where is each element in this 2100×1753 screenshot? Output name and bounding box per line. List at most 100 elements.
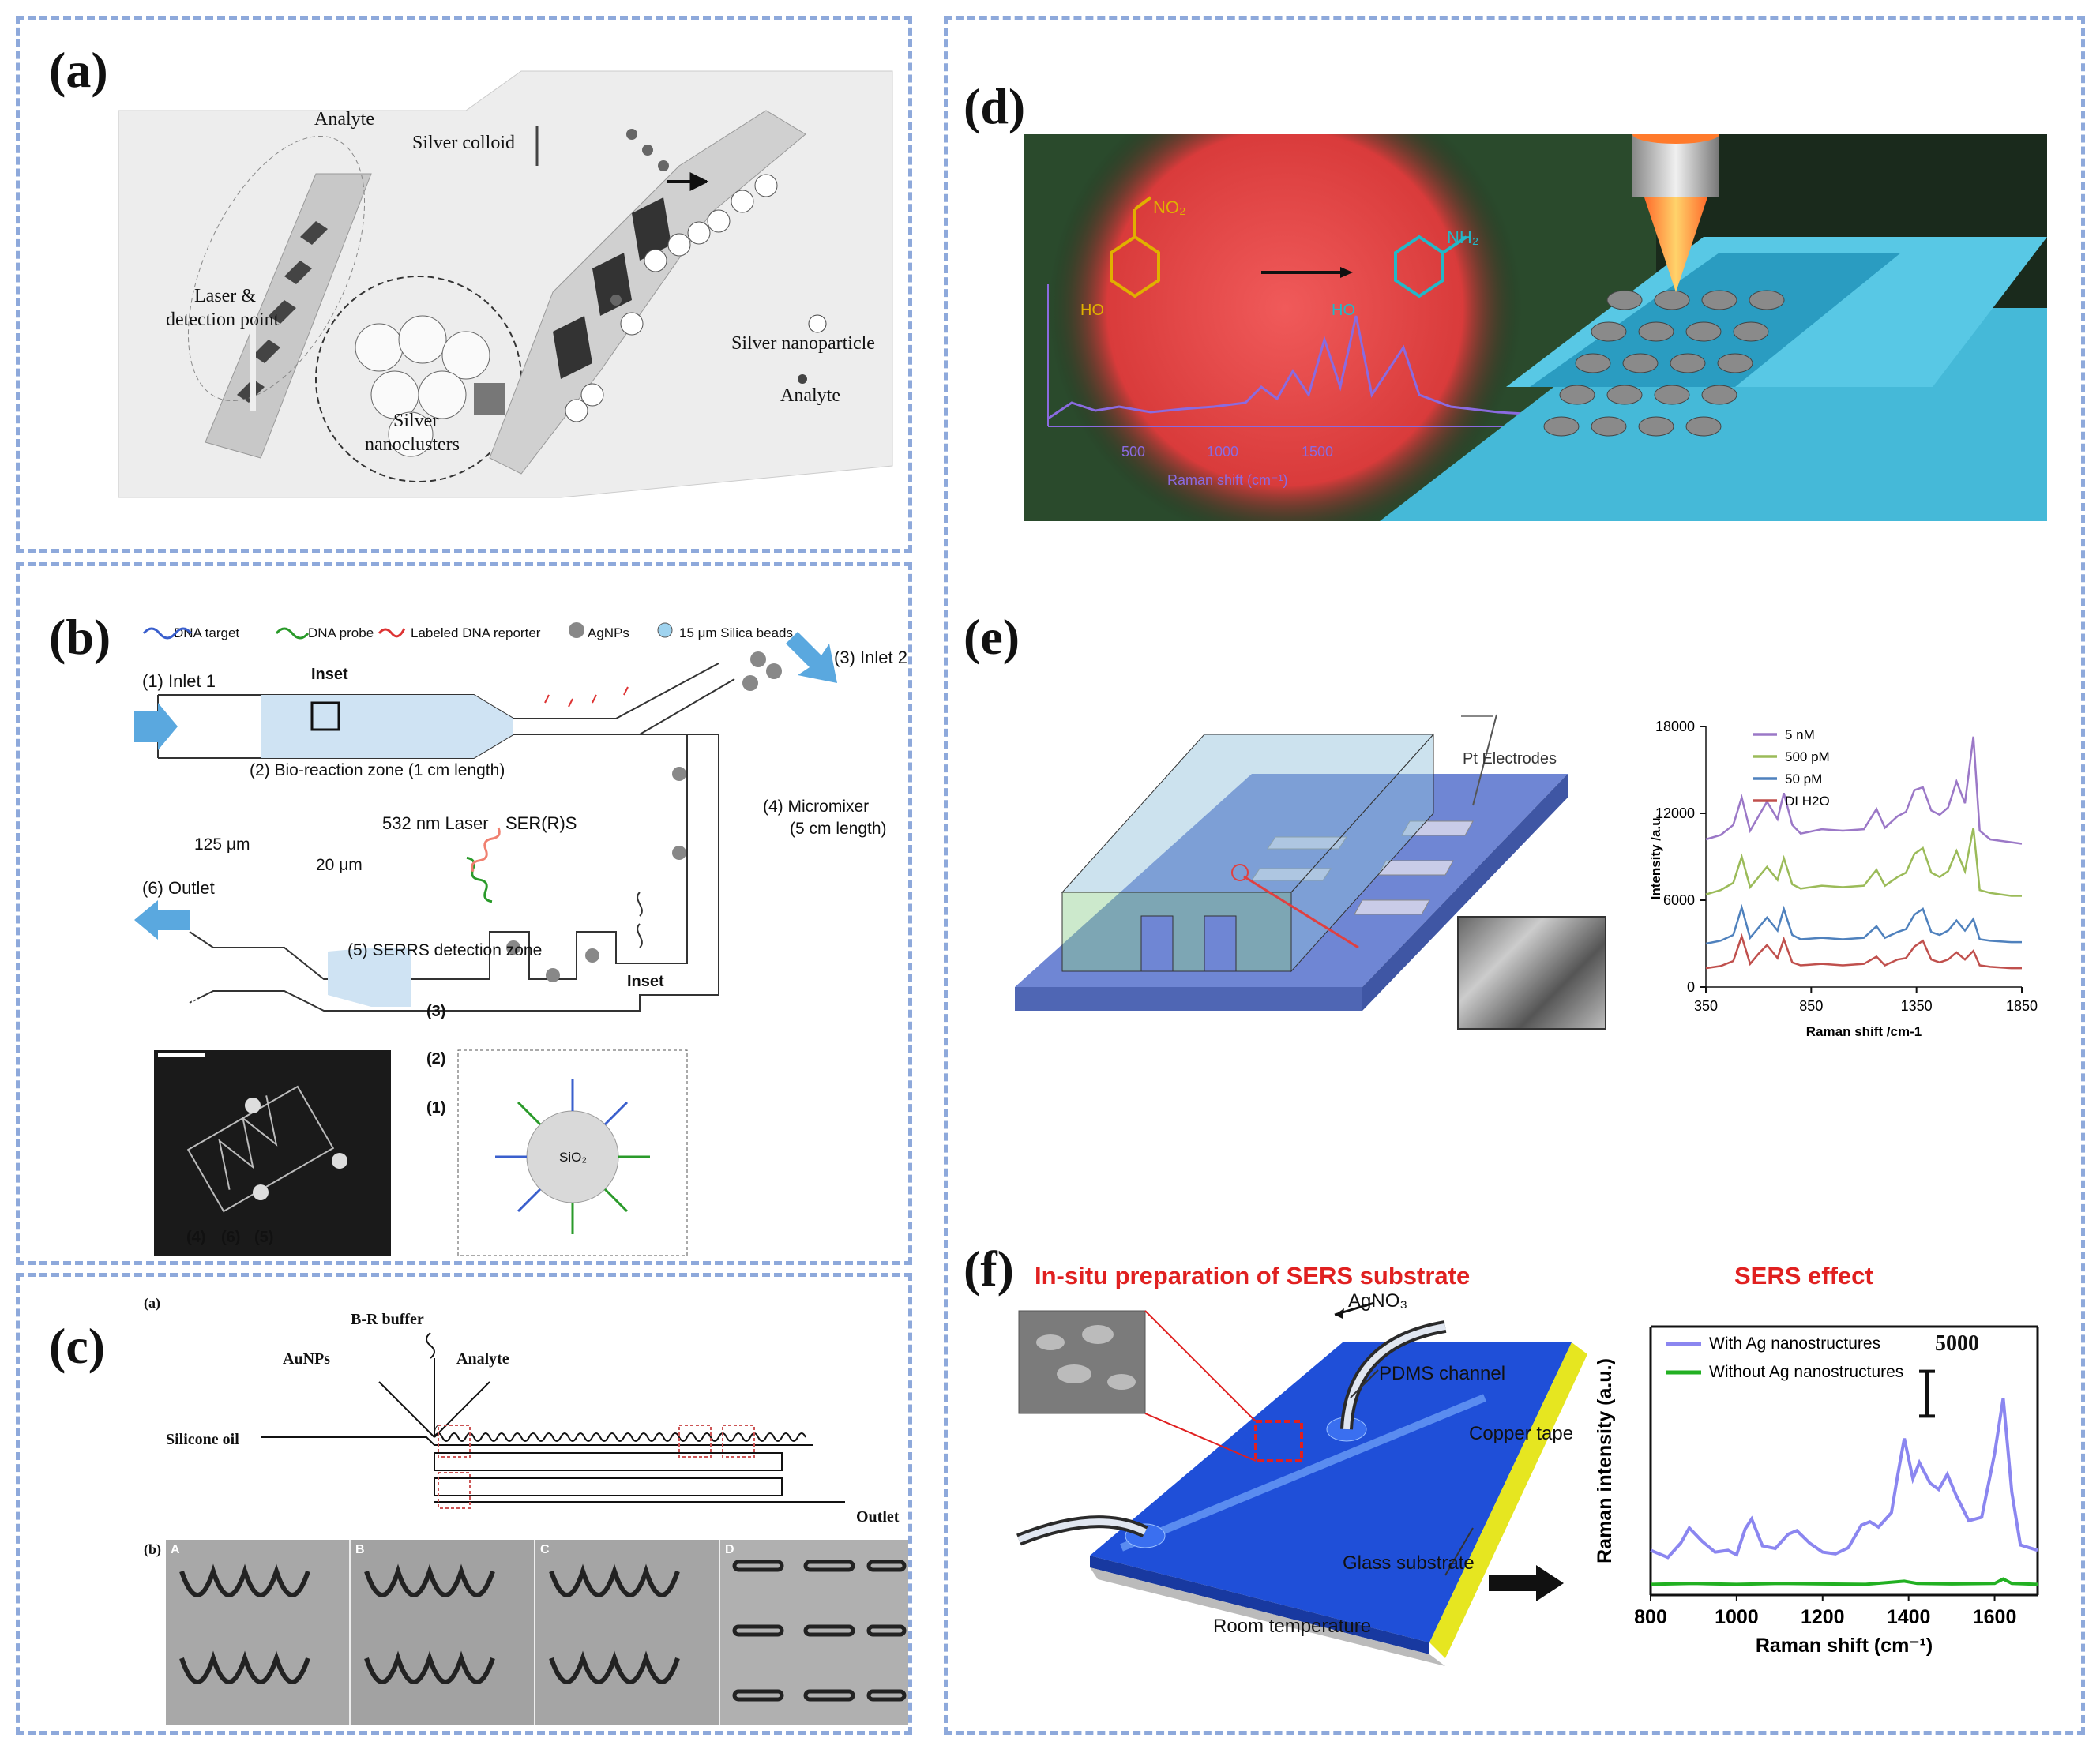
panel-d-label: (d) — [964, 78, 1026, 134]
label-analyte-c: Analyte — [456, 1350, 509, 1368]
f-scalebar-label: 5000 — [1935, 1331, 1979, 1356]
d-tick-1000: 1000 — [1207, 444, 1239, 460]
f-title-right: SERS effect — [1734, 1262, 1873, 1289]
legend-label-0: With Ag nanostructures — [1709, 1334, 1880, 1353]
x-axis-label: Raman shift (cm⁻¹) — [1756, 1635, 1933, 1657]
label-inlet2: (3) Inlet 2 — [834, 648, 907, 667]
x-tick-label: 1350 — [1901, 998, 1933, 1014]
legend-dna-target: DNA target — [174, 625, 240, 640]
label-inlet1: (1) Inlet 1 — [142, 671, 216, 691]
panel-a-frame — [16, 16, 912, 553]
label-bio-zone: (2) Bio-reaction zone (1 cm length) — [250, 761, 505, 779]
micrograph-C-label: C — [540, 1543, 550, 1556]
x-tick-label: 850 — [1799, 998, 1823, 1014]
x-tick-label: 1850 — [2006, 998, 2038, 1014]
micrograph-B: B — [351, 1540, 535, 1725]
label-silver-nanoparticle: Silver nanoparticle — [731, 333, 875, 354]
pt-electrodes-label: Pt Electrodes — [1463, 750, 1557, 768]
panel-a-label: (a) — [49, 42, 108, 98]
x-tick-label: 350 — [1694, 998, 1718, 1014]
label-20um: 20 μm — [316, 856, 363, 874]
x-axis-label: Raman shift /cm-1 — [1806, 1024, 1922, 1039]
panel-a-diagram — [118, 70, 893, 498]
chart-f: 800 1000 1200 1400 1600 With Ag nanostructure… — [1594, 1325, 2039, 1657]
photo-label-1: (1) — [426, 1099, 446, 1117]
panel-c-frame — [16, 1273, 912, 1735]
micrograph-plugs — [179, 1560, 907, 1702]
f-glass: Glass substrate — [1343, 1552, 1475, 1574]
series-line-0 — [1650, 1398, 2038, 1560]
f-title-left: In-situ preparation of SERS substrate — [1035, 1262, 1471, 1289]
photo-label-3: (3) — [426, 1003, 446, 1020]
d-ho-left: HO — [1080, 302, 1104, 319]
f-agno3: AgNO₃ — [1348, 1290, 1408, 1312]
x-tick-label: 1000 — [1715, 1606, 1759, 1628]
panel-b-diagram — [134, 622, 837, 1256]
panel-c-label: (c) — [49, 1318, 106, 1374]
photo-label-5: (5) — [254, 1229, 274, 1246]
label-outlet-b: (6) Outlet — [142, 878, 215, 898]
legend-dna-reporter: Labeled DNA reporter — [411, 625, 541, 640]
x-tick-label: 1200 — [1801, 1606, 1845, 1628]
label-analyte-legend: Analyte — [780, 385, 840, 406]
series-line-1 — [1650, 1577, 2038, 1586]
label-inset-small: Inset — [311, 666, 348, 683]
series-line-2 — [1705, 903, 2022, 945]
micrograph-A: A — [166, 1540, 351, 1725]
micrograph-B-label: B — [355, 1543, 365, 1556]
legend-label-3: DI H2O — [1785, 794, 1830, 809]
panel-d-scene — [1024, 134, 2047, 521]
legend-silica: 15 μm Silica beads — [679, 625, 793, 640]
x-tick-label: 800 — [1634, 1606, 1667, 1628]
label-analyte: Analyte — [314, 109, 374, 130]
panel-f-label: (f) — [964, 1241, 1014, 1297]
inset-title: Inset — [627, 973, 664, 990]
label-br-buffer: B-R buffer — [351, 1311, 424, 1328]
label-sers: SER(R)S — [505, 813, 577, 833]
legend-label-0: 5 nM — [1785, 727, 1815, 742]
sub-label-a: (a) — [144, 1295, 160, 1311]
panel-f-chip — [1016, 1301, 1587, 1666]
series-line-3 — [1705, 933, 2022, 970]
photo-scale-label: 0.5 cm — [167, 993, 212, 1009]
d-spectrum — [1047, 315, 1538, 420]
label-micromixer1: (4) Micromixer — [763, 798, 870, 816]
label-laser: 532 nm Laser — [382, 813, 489, 833]
label-detection-zone: (5) SERRS detection zone — [347, 941, 543, 959]
y-axis-label: Intensity /a.u. — [1648, 814, 1663, 900]
micrograph-A-label: A — [171, 1543, 180, 1556]
panel-e-chip — [1015, 714, 1568, 1011]
d-no2: NO₂ — [1153, 197, 1186, 217]
panel-b-frame — [16, 562, 912, 1265]
y-tick-label: 12000 — [1655, 805, 1695, 821]
x-tick-label: 1400 — [1887, 1606, 1931, 1628]
label-laser-1: Laser & — [194, 286, 256, 306]
x-tick-label: 1600 — [1973, 1606, 2017, 1628]
d-xaxis: Raman shift (cm⁻¹) — [1167, 472, 1288, 488]
d-wells — [1543, 290, 1785, 437]
y-tick-label: 18000 — [1655, 719, 1695, 734]
label-125um: 125 μm — [194, 835, 250, 854]
sio2-label: SiO₂ — [559, 1150, 587, 1165]
panel-d-image — [1024, 134, 2047, 521]
sem-inset-e — [1457, 916, 1606, 1030]
legend-agnps: AgNPs — [588, 625, 629, 640]
y-tick-label: 0 — [1687, 979, 1695, 995]
f-pdms: PDMS channel — [1379, 1363, 1506, 1384]
photo-label-2: (2) — [426, 1050, 446, 1068]
d-ho-right: HO — [1332, 302, 1355, 319]
d-tick-500: 500 — [1121, 444, 1146, 460]
label-silicone-oil: Silicone oil — [166, 1431, 239, 1448]
series-line-1 — [1705, 828, 2022, 897]
label-laser-2: detection point — [166, 310, 280, 330]
f-copper: Copper tape — [1469, 1423, 1574, 1444]
series-line-0 — [1705, 736, 2023, 845]
y-axis-label: Raman intensity (a.u.) — [1594, 1358, 1616, 1563]
photo-label-4: (4) — [186, 1229, 206, 1246]
label-clusters-1: Silver — [393, 411, 439, 431]
label-outlet-c: Outlet — [856, 1508, 900, 1526]
legend-label-1: 500 pM — [1785, 749, 1830, 764]
f-room: Room temperature — [1213, 1616, 1372, 1637]
panel-c-diagram — [261, 1332, 845, 1509]
micrograph-C: C — [535, 1540, 720, 1725]
